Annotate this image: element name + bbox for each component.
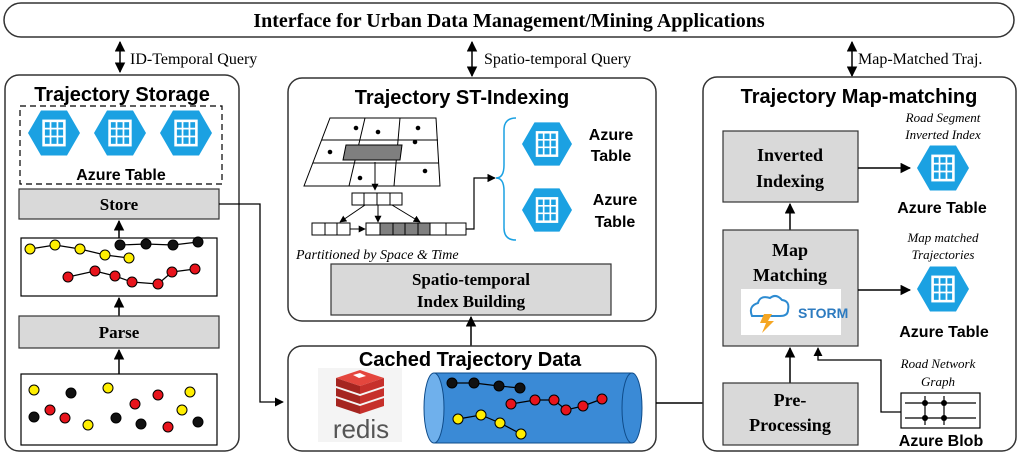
azure-blob-label: Azure Blob (899, 433, 984, 450)
spatio-temporal-label: Spatio-temporal Query (484, 51, 631, 68)
storm-logo (741, 289, 841, 335)
idx-azure1-line1: Azure (589, 127, 634, 144)
mm-azure-a: Azure Table (897, 200, 987, 217)
cached-points (446, 377, 608, 440)
road-seg-line2: Inverted Index (904, 127, 981, 142)
inverted-line2: Indexing (756, 171, 824, 191)
id-temporal-label: ID-Temporal Query (130, 51, 257, 68)
storm-wordmark: STORM (798, 305, 848, 321)
trajectory-points (24, 236, 204, 290)
redis-logo (318, 368, 402, 442)
store-label: Store (100, 195, 139, 214)
idx-azure1-line2: Table (591, 148, 632, 165)
storage-title: Trajectory Storage (34, 84, 210, 106)
parse-box (18, 315, 220, 349)
mm-traj-line2: Trajectories (912, 247, 975, 262)
map-matching-line2: Matching (753, 265, 827, 285)
preprocessing-box (722, 382, 859, 446)
parse-label: Parse (99, 323, 140, 342)
partition-caption: Partitioned by Space & Time (295, 248, 459, 263)
road-net-line1: Road Network (900, 356, 976, 371)
idx-azure2-line2: Table (595, 214, 636, 231)
index-building-box (330, 263, 612, 316)
inverted-indexing-box (722, 130, 859, 203)
mapmatch-title: Trajectory Map-matching (741, 86, 978, 108)
index-building-line1: Spatio-temporal (412, 270, 530, 289)
road-seg-line1: Road Segment (905, 110, 981, 125)
preprocessing-line2: Processing (749, 415, 831, 435)
store-to-cache-arrow (219, 203, 284, 407)
inverted-line1: Inverted (757, 145, 823, 165)
graph-to-matching-arrow (813, 347, 901, 413)
preprocessing-line1: Pre- (774, 390, 807, 410)
index-building-line2: Index Building (417, 292, 526, 311)
storage-azure-label: Azure Table (76, 167, 166, 184)
road-network-graph (900, 392, 981, 429)
map-matched-label: Map-Matched Traj. (858, 51, 982, 68)
raw-points (28, 382, 204, 433)
storage-azure-group (19, 105, 223, 185)
index-cells (311, 192, 467, 236)
road-net-line2: Graph (921, 374, 955, 389)
index-to-table-arrow (466, 173, 496, 230)
brace (495, 117, 517, 241)
redis-wordmark: redis (333, 414, 389, 444)
indexing-title: Trajectory ST-Indexing (355, 87, 570, 109)
mm-traj-line1: Map matched (906, 230, 979, 245)
header-title: Interface for Urban Data Management/Mini… (253, 10, 764, 32)
idx-azure2-line1: Azure (593, 192, 638, 209)
cache-title: Cached Trajectory Data (359, 349, 582, 371)
header-bar (3, 2, 1015, 38)
spatial-grid (303, 117, 441, 187)
mm-azure-b: Azure Table (899, 324, 989, 341)
map-matching-line1: Map (772, 240, 808, 260)
cache-cylinder (423, 372, 643, 444)
